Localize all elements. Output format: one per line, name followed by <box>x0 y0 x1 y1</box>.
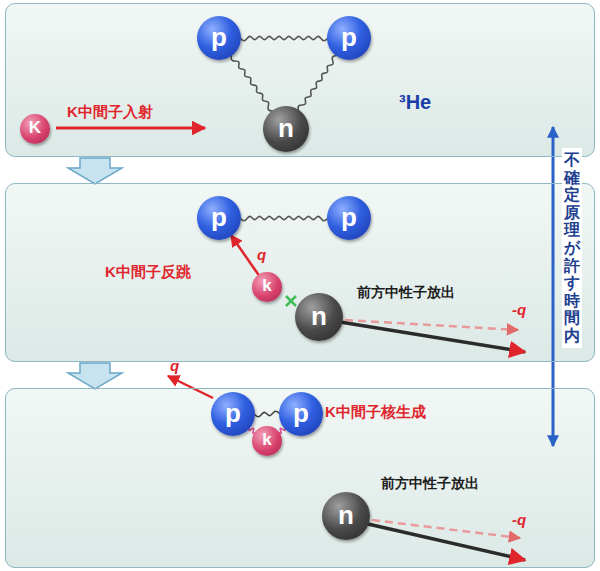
step-label: K中間子入射 <box>67 104 153 121</box>
process-label: 前方中性子放出 <box>357 285 455 300</box>
panel-ground <box>5 3 595 157</box>
particle-symbol: p <box>341 202 357 233</box>
stage-panel: K中間子入射 ³He p p n K <box>5 3 595 157</box>
particle-circle: p <box>327 196 371 240</box>
particle-symbol: K <box>29 118 41 138</box>
time-label: 不確定原理が許す時間内 <box>562 148 582 348</box>
broken-bond <box>286 296 296 306</box>
momentum-label: q <box>170 358 179 375</box>
stage-panel: K中間子反跳前方中性子放出 p p k n <box>5 183 595 362</box>
nucleus-label: ³He <box>399 91 431 113</box>
particle-symbol: n <box>338 500 354 531</box>
particle-symbol: p <box>225 398 241 429</box>
particle-circle: p <box>279 392 323 436</box>
particle-symbol: k <box>262 430 271 450</box>
time-arrow <box>552 127 555 446</box>
particle-circle: n <box>322 492 370 540</box>
panel-ground <box>5 183 595 362</box>
particle-circle: k <box>252 426 282 456</box>
panel-ground <box>5 388 595 568</box>
recoil-arrow <box>231 235 259 275</box>
neutron-arrow <box>368 524 525 560</box>
particle-symbol: p <box>211 22 227 53</box>
stage-panel: K中間子核生成前方中性子放出 p k p n <box>5 388 595 568</box>
spring-bond <box>240 216 328 220</box>
neutron-arrow <box>340 322 525 352</box>
process-label: 前方中性子放出 <box>381 476 479 491</box>
particle-circle: k <box>252 272 282 302</box>
particle-circle: p <box>197 196 241 240</box>
step-arrow <box>68 363 122 389</box>
particle-symbol: n <box>311 301 327 332</box>
particle-circle: n <box>295 293 343 341</box>
momentum-label: -q <box>512 302 526 319</box>
recoil-arrow <box>168 376 213 398</box>
particle-symbol: p <box>293 398 309 429</box>
particle-symbol: p <box>211 202 227 233</box>
step-arrow <box>68 158 122 184</box>
spring-bond <box>298 55 337 111</box>
particle-circle: K <box>20 114 50 144</box>
particle-circle: p <box>327 16 371 60</box>
incident-arrow <box>56 127 205 130</box>
particle-circle: p <box>211 392 255 436</box>
particle-circle: p <box>197 16 241 60</box>
step-label: K中間子核生成 <box>325 404 426 421</box>
particle-symbol: k <box>262 276 271 296</box>
spring-bond <box>240 36 328 40</box>
particle-symbol: n <box>278 113 294 144</box>
momentum-label: -q <box>512 512 526 529</box>
step-label: K中間子反跳 <box>105 264 191 281</box>
particle-symbol: p <box>341 22 357 53</box>
particle-circle: n <box>263 106 309 152</box>
spring-bond <box>231 55 273 111</box>
momentum-label: q <box>257 247 266 264</box>
spring-bond <box>254 411 280 416</box>
